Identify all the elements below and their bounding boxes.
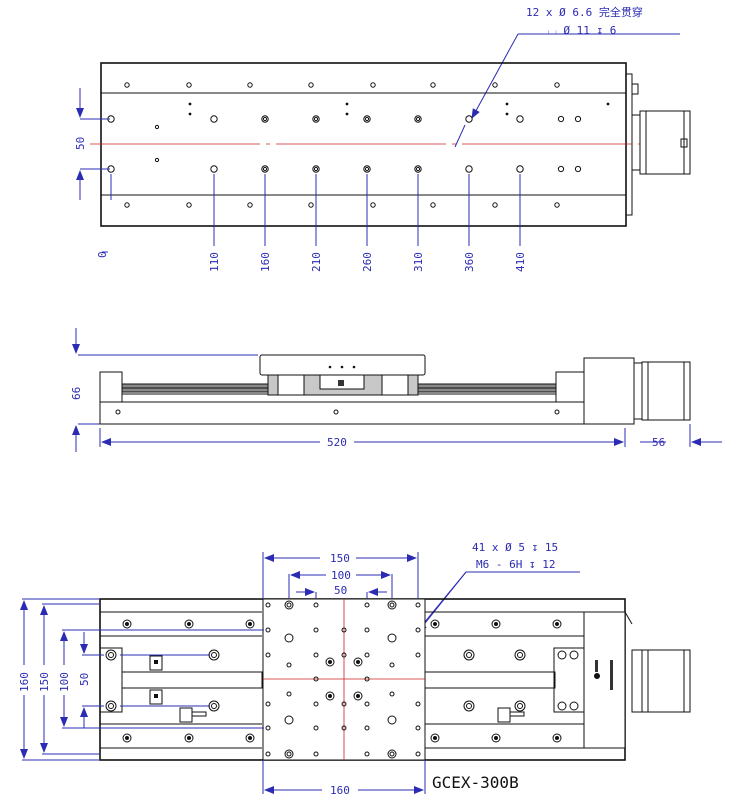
bottom-sensor [149,655,163,671]
top-mounting-holes [107,115,582,173]
bottom-motor-mount [583,611,626,749]
pos-410: 410 [514,252,527,272]
top-note-line1: 12 x Ø 6.6 完全贯穿 [526,5,643,19]
top-motor-plug [680,138,688,148]
bottom-logo-text [610,660,613,690]
pos-260: 260 [361,252,374,272]
top-motor [639,110,691,175]
bottom-logo-mark [594,673,600,679]
side-dot [352,365,356,369]
bottom-dim-160: 160 [330,784,350,797]
top-view: 12 x Ø 6.6 完全贯穿 ⌴ Ø 11 ↧ 6 [74,5,691,272]
bottom-note-line1: 41 x Ø 5 ↧ 15 [472,541,558,554]
side-carriage-plate [259,354,426,376]
side-block [381,374,409,396]
side-end-left [99,371,123,403]
bottom-switch [179,707,193,723]
side-hole [115,409,121,415]
side-hole [554,409,560,415]
top-dim-50: 50 [74,137,87,150]
model-label: GCEX-300B [432,773,519,792]
side-motor [641,361,691,421]
top-motor-flange [625,73,633,216]
top-body [100,62,627,227]
bottom-logo-text [595,660,598,672]
top-extension-lines [80,118,521,246]
bottom-view: 41 x Ø 5 ↧ 15 M6 - 6H ↧ 12 150 100 50 [18,541,691,797]
bottom-switch-lever [191,711,207,717]
top-coupler [631,114,641,171]
bottom-dim-left-100: 100 [58,672,71,692]
bottom-slot [424,671,556,689]
side-dim-56: 56 [652,436,665,449]
bottom-sensor-dot [154,694,158,698]
bottom-switch-lever [509,711,525,717]
top-small-dots [154,102,610,163]
bottom-dim-left-160: 160 [18,672,31,692]
bottom-sensor [149,689,163,705]
bottom-motor [641,649,691,713]
bottom-sensor-dot [154,660,158,664]
side-dot [328,365,332,369]
top-dim-zero: 0 [96,251,109,258]
bottom-dim-left-50: 50 [78,673,91,686]
side-dim-520: 520 [327,436,347,449]
bottom-dim-50: 50 [334,584,347,597]
pos-360: 360 [463,252,476,272]
side-motor-mount [583,357,635,425]
side-base [99,401,626,425]
bottom-motor-edge [624,611,633,625]
bottom-dim-left-150: 150 [38,672,51,692]
side-block [277,374,305,396]
side-view: 66 520 56 [70,328,722,452]
bottom-end-left [99,647,123,713]
bottom-rail-bolts [105,619,579,743]
bottom-plate-holes [265,600,421,759]
pos-160: 160 [259,252,272,272]
pos-110: 110 [208,252,221,272]
top-note-line2: ⌴ Ø 11 ↧ 6 [548,24,616,37]
bottom-slot [121,671,263,689]
top-rail-holes [124,82,560,208]
top-motor-tab [631,83,639,95]
bottom-switch [497,707,511,723]
bottom-dim-150: 150 [330,552,350,565]
bottom-coupler [631,649,643,713]
side-coupler [633,362,643,420]
bottom-dim-100: 100 [331,569,351,582]
top-note-leader [471,33,519,119]
side-dim-66: 66 [70,387,83,400]
side-nut-mark [338,380,344,386]
pos-310: 310 [412,252,425,272]
bottom-note-line2: M6 - 6H ↧ 12 [476,558,555,571]
side-hole [333,409,339,415]
side-dot [340,365,344,369]
side-end-right [555,371,585,403]
pos-210: 210 [310,252,323,272]
